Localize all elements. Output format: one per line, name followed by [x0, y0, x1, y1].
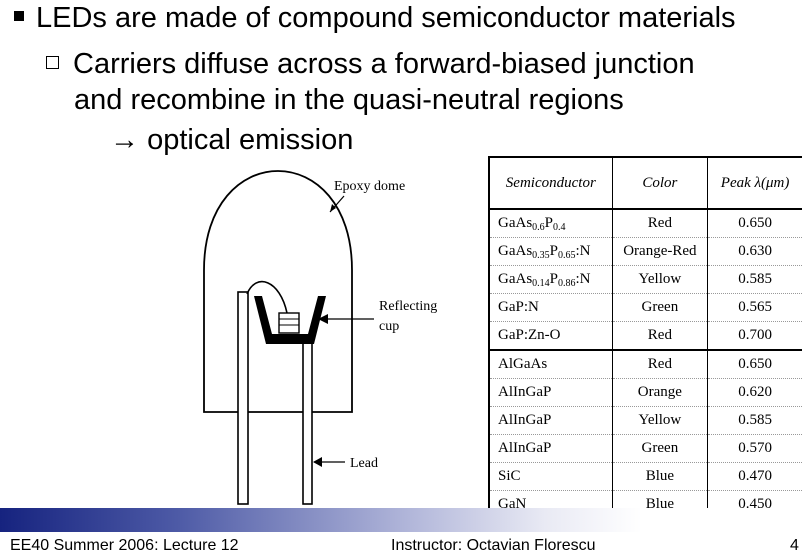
cell-color: Red — [611, 321, 709, 350]
epoxy-dome-shape — [203, 170, 353, 413]
table-row: AlGaAs Red 0.650 — [488, 349, 802, 379]
cell-color: Red — [611, 349, 709, 379]
table-row: GaP:N Green 0.565 — [488, 293, 802, 322]
cell-peak: 0.585 — [707, 406, 802, 435]
cell-semiconductor: GaP:N — [488, 293, 613, 322]
cell-peak: 0.585 — [707, 265, 802, 294]
sub-bullet-line1: Carriers diffuse across a forward-biased… — [73, 48, 695, 80]
arrow-right-icon: → — [110, 124, 139, 156]
cell-peak: 0.630 — [707, 237, 802, 266]
label-reflecting-line2: cup — [379, 319, 399, 334]
main-bullet: LEDs are made of compound semiconductor … — [14, 2, 736, 35]
cell-semiconductor: AlInGaP — [488, 378, 613, 407]
result-text: optical emission — [147, 124, 354, 156]
sub-bullet-line2: and recombine in the quasi-neutral regio… — [74, 84, 624, 116]
reflecting-cup-shape — [254, 296, 326, 344]
cell-peak: 0.620 — [707, 378, 802, 407]
hollow-square-bullet-icon — [46, 55, 59, 69]
col-header-peak: Peak λ(μm) — [707, 156, 802, 210]
main-bullet-text: LEDs are made of compound semiconductor … — [36, 2, 736, 34]
table-row: SiC Blue 0.470 — [488, 462, 802, 491]
cell-peak: 0.565 — [707, 293, 802, 322]
cell-semiconductor: GaAs0.35P0.65:N — [488, 237, 613, 266]
sub-bullet: Carriers diffuse across a forward-biased… — [46, 46, 695, 118]
label-lead: Lead — [350, 456, 378, 471]
col-header-color: Color — [611, 156, 709, 210]
filled-square-bullet-icon — [14, 11, 24, 22]
cell-peak: 0.700 — [707, 321, 802, 350]
cell-peak: 0.650 — [707, 349, 802, 379]
cell-semiconductor: AlGaAs — [488, 349, 613, 379]
cell-semiconductor: AlInGaP — [488, 406, 613, 435]
cell-color: Yellow — [611, 265, 709, 294]
cell-color: Red — [611, 208, 709, 238]
result-bullet: → optical emission — [110, 124, 353, 157]
table-row: AlInGaP Green 0.570 — [488, 434, 802, 463]
footer-gradient-bar — [0, 508, 802, 532]
left-lead — [237, 291, 249, 505]
footer-course: EE40 Summer 2006: Lecture 12 — [10, 537, 239, 554]
footer-instructor: Instructor: Octavian Florescu — [391, 537, 596, 554]
table-row: AlInGaP Yellow 0.585 — [488, 406, 802, 435]
semiconductor-table: Semiconductor Color Peak λ(μm) GaAs0.6P0… — [488, 156, 802, 520]
col-header-semiconductor: Semiconductor — [488, 156, 613, 210]
page-number: 4 — [790, 537, 799, 554]
cell-color: Yellow — [611, 406, 709, 435]
cell-semiconductor: SiC — [488, 462, 613, 491]
table-row: GaAs0.14P0.86:N Yellow 0.585 — [488, 265, 802, 294]
label-reflecting-line1: Reflecting — [379, 299, 437, 314]
table-row: AlInGaP Orange 0.620 — [488, 378, 802, 407]
led-diagram: Epoxy dome Reflecting cup Lead — [203, 170, 437, 505]
cell-peak: 0.650 — [707, 208, 802, 238]
table-header-row: Semiconductor Color Peak λ(μm) — [488, 156, 802, 210]
cell-color: Green — [611, 434, 709, 463]
cell-semiconductor: GaP:Zn-O — [488, 321, 613, 350]
cell-semiconductor: GaAs0.14P0.86:N — [488, 265, 613, 294]
cell-color: Orange — [611, 378, 709, 407]
table-row: GaAs0.35P0.65:N Orange-Red 0.630 — [488, 237, 802, 266]
cell-semiconductor: AlInGaP — [488, 434, 613, 463]
cell-color: Green — [611, 293, 709, 322]
label-epoxy-dome: Epoxy dome — [334, 179, 405, 194]
cell-peak: 0.570 — [707, 434, 802, 463]
table-row: GaAs0.6P0.4 Red 0.650 — [488, 208, 802, 238]
bond-wire — [246, 280, 288, 314]
cell-color: Orange-Red — [611, 237, 709, 266]
cell-peak: 0.470 — [707, 462, 802, 491]
cell-semiconductor: GaAs0.6P0.4 — [488, 208, 613, 238]
table-row: GaP:Zn-O Red 0.700 — [488, 321, 802, 350]
led-chip — [278, 312, 300, 334]
cell-color: Blue — [611, 462, 709, 491]
right-lead — [302, 339, 313, 505]
